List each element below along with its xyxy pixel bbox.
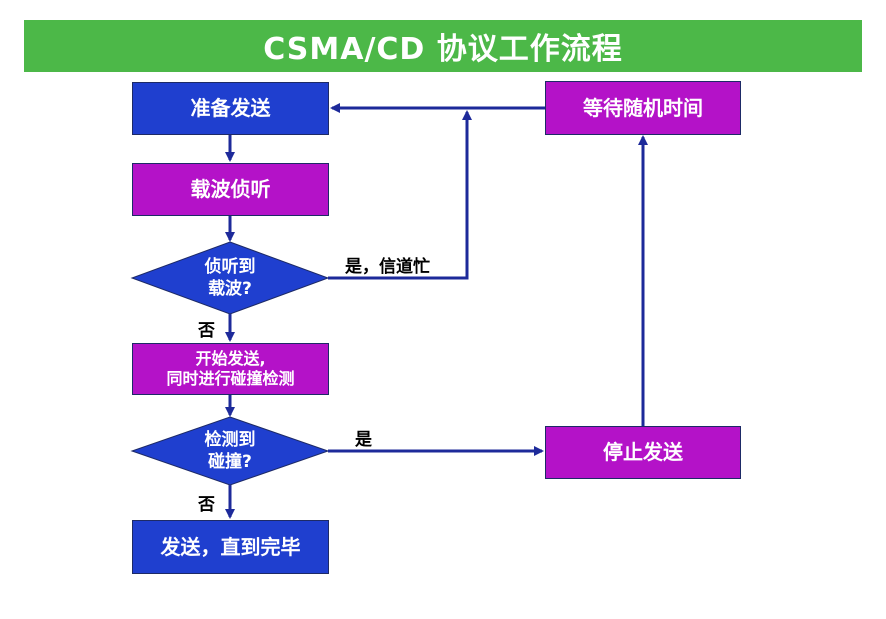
decision-collision-line2: 碰撞? — [208, 452, 252, 473]
node-stop-send: 停止发送 — [545, 426, 741, 479]
node-stop-send-label: 停止发送 — [603, 440, 683, 464]
diagram-title: CSMA/CD 协议工作流程 — [263, 32, 623, 67]
label-no-1: 否 — [198, 321, 215, 341]
node-prepare-send: 准备发送 — [132, 82, 329, 135]
node-send-until-done: 发送，直到完毕 — [132, 520, 329, 574]
label-no-2: 否 — [198, 495, 215, 515]
node-carrier-sense-label: 载波侦听 — [190, 177, 271, 201]
node-prepare-send-label: 准备发送 — [190, 96, 271, 120]
node-carrier-sense: 载波侦听 — [132, 163, 329, 216]
decision-collision-line1: 检测到 — [204, 430, 256, 450]
title-bar: CSMA/CD 协议工作流程 — [24, 20, 862, 72]
arrow-busy-loop — [328, 110, 472, 280]
node-start-send: 开始发送, 同时进行碰撞检测 — [132, 343, 329, 395]
label-yes-collision: 是 — [355, 430, 372, 450]
decision-carrier-line1: 侦听到 — [204, 257, 256, 277]
decision-collision-text: 检测到 碰撞? — [170, 429, 290, 473]
decision-carrier-line2: 载波? — [208, 279, 252, 300]
node-send-until-done-label: 发送，直到完毕 — [160, 534, 301, 559]
node-wait-random: 等待随机时间 — [545, 81, 741, 135]
node-wait-random-label: 等待随机时间 — [583, 95, 703, 120]
node-start-send-line1: 开始发送, — [195, 349, 266, 368]
decision-carrier-text: 侦听到 载波? — [170, 256, 290, 300]
label-yes-busy: 是，信道忙 — [345, 257, 430, 277]
node-start-send-line2: 同时进行碰撞检测 — [166, 369, 295, 388]
